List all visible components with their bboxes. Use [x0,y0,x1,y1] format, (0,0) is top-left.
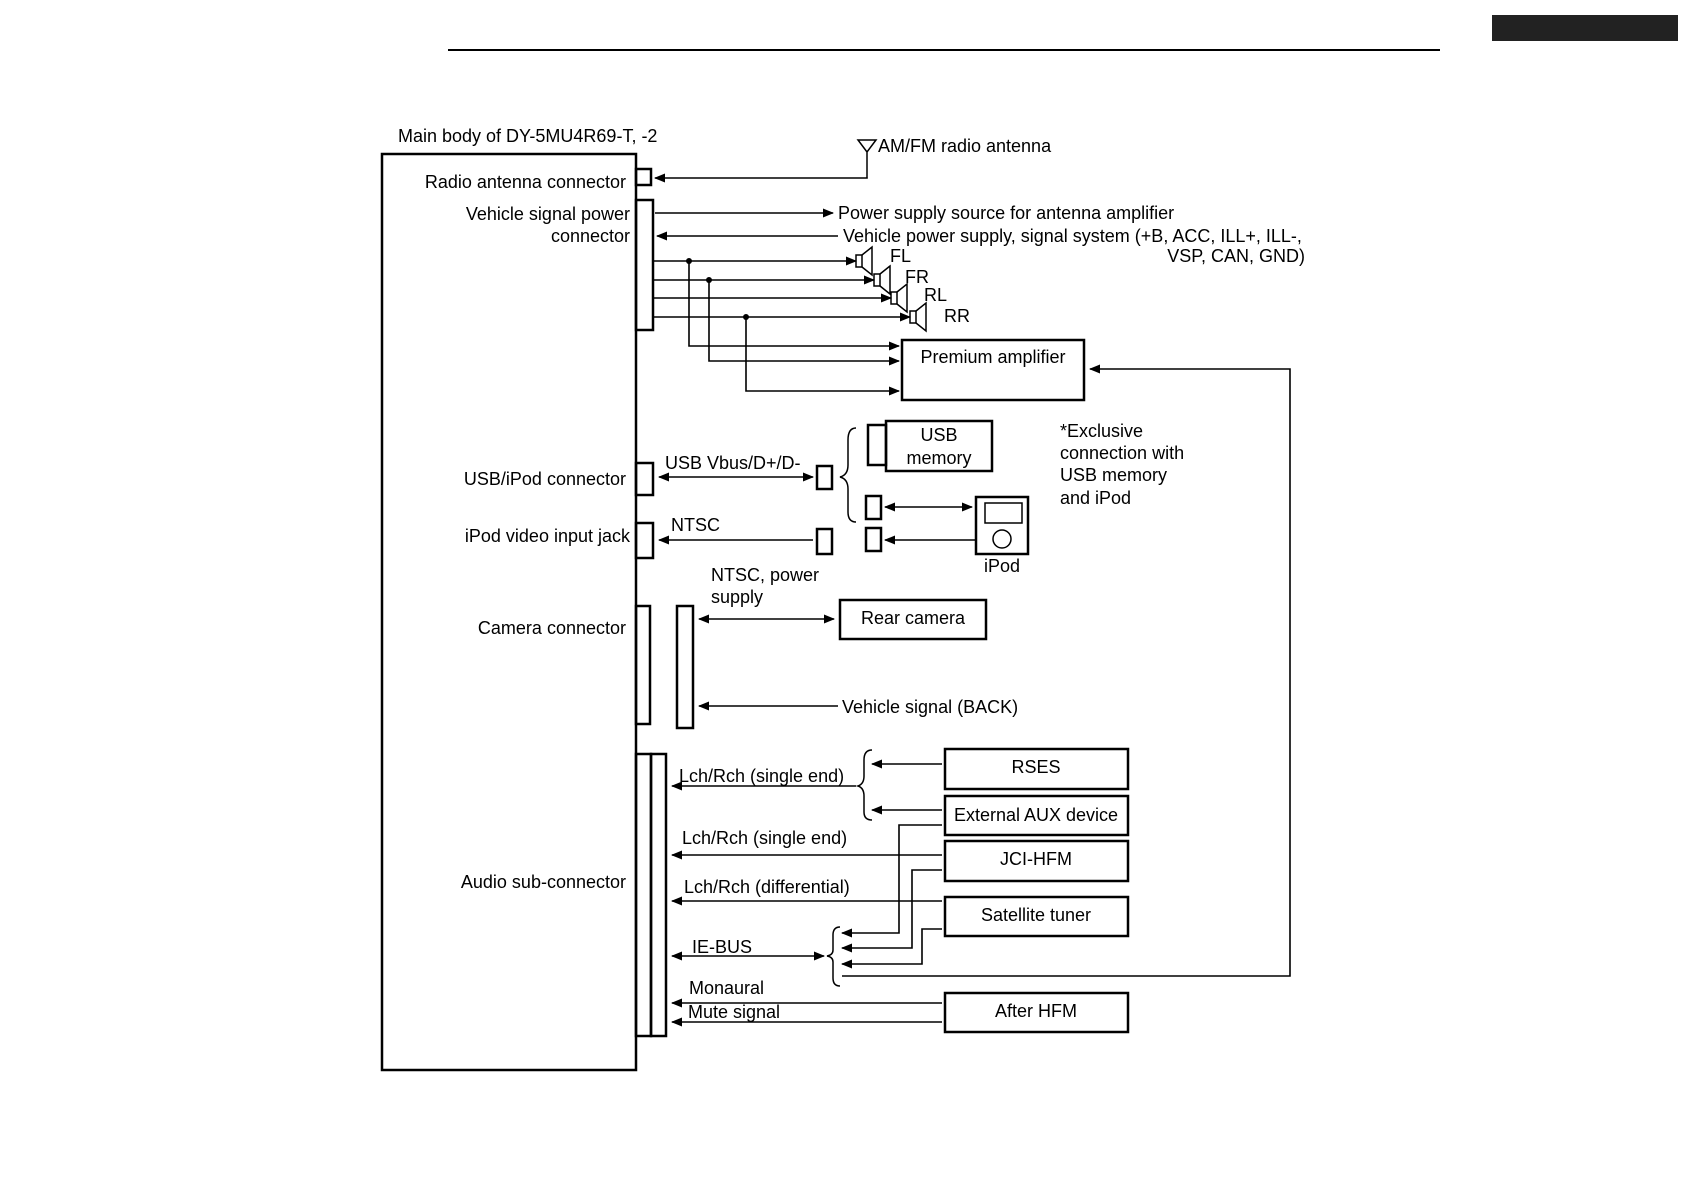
label-lch-rch-single-1: Lch/Rch (single end) [679,766,844,786]
label-vehicle-power-2: VSP, CAN, GND) [1167,246,1305,266]
label-vehicle-signal-power-1: Vehicle signal power [466,204,630,224]
amp-line-1 [688,261,901,351]
usb-memory-box [884,419,994,473]
label-ntsc-power-2: supply [711,587,763,607]
ie-bus-aux-line [840,824,942,938]
ntsc-cable-plug [815,527,834,556]
label-speaker-rl: RL [924,285,947,305]
ie-bus-satellite-line [840,928,942,969]
label-lch-rch-diff: Lch/Rch (differential) [684,877,850,897]
camera-connector-port [634,604,652,726]
external-aux-box [943,794,1130,837]
premium-amplifier-box [900,338,1086,402]
label-vehicle-power-1: Vehicle power supply, signal system (+B,… [843,226,1302,246]
label-am-fm-antenna: AM/FM radio antenna [878,136,1052,156]
label-ntsc-power-1: NTSC, power [711,565,819,585]
label-premium-amplifier: Premium amplifier [920,347,1065,367]
camera-cable-plug [675,604,695,730]
label-usb-vbus: USB Vbus/D+/D- [665,453,801,473]
note-line-1: *Exclusive [1060,421,1143,441]
ipod-usb-plug [864,494,883,521]
label-mute: Mute signal [688,1002,780,1022]
label-monaural: Monaural [689,978,764,998]
amp-line-2 [708,280,901,366]
audio-sub-connector-port [634,752,653,1038]
page-header-tab [1492,15,1678,41]
main-body-box [380,152,638,1072]
ie-bus-brace [826,926,841,987]
audio-sub-connector-port-inner [649,752,668,1038]
jci-hfm-box [943,839,1130,883]
label-external-aux: External AUX device [954,805,1118,825]
usb-memory-plug [866,423,888,467]
after-hfm-box [943,991,1130,1034]
label-speaker-fr: FR [905,267,929,287]
label-usb-memory-2: memory [906,448,971,468]
label-rear-camera: Rear camera [861,608,966,628]
label-speaker-fl: FL [890,246,911,266]
speaker-fl-icon [855,245,873,277]
satellite-tuner-box [943,895,1130,938]
label-camera-connector: Camera connector [478,618,626,638]
label-ipod: iPod [984,556,1020,576]
premium-amp-bus-line [842,364,1291,977]
rses-aux-brace [855,749,873,821]
amp-line-3 [745,317,901,396]
label-antenna-amp-power: Power supply source for antenna amplifie… [838,203,1174,223]
label-usb-ipod-connector: USB/iPod connector [464,469,626,489]
label-radio-antenna-connector: Radio antenna connector [425,172,626,192]
note-line-4: and iPod [1060,488,1131,508]
label-vehicle-back: Vehicle signal (BACK) [842,697,1018,717]
antenna-icon [856,139,878,177]
label-usb-memory-1: USB [920,425,957,445]
note-line-2: connection with [1060,443,1184,463]
label-ie-bus: IE-BUS [692,937,752,957]
rses-box [943,747,1130,791]
label-vehicle-signal-power-2: connector [551,226,630,246]
ipod-icon [974,495,1030,556]
usb-cable-plug [815,464,834,491]
usb-ipod-brace [839,427,857,523]
label-lch-rch-single-2: Lch/Rch (single end) [682,828,847,848]
rear-camera-box [838,598,988,641]
label-ntsc: NTSC [671,515,720,535]
note-line-3: USB memory [1060,465,1167,485]
speaker-rr-icon [909,301,927,333]
ipod-video-input-port [634,521,655,560]
main-body-title: Main body of DY-5MU4R69-T, -2 [398,126,657,146]
usb-ipod-connector-port [634,461,655,497]
radio-antenna-connector [634,167,653,187]
antenna-line [653,173,868,183]
label-after-hfm: After HFM [995,1001,1077,1021]
label-ipod-video-input: iPod video input jack [465,526,631,546]
speaker-rl-icon [890,282,908,314]
label-speaker-rr: RR [944,306,970,326]
label-jci-hfm: JCI-HFM [1000,849,1072,869]
vehicle-signal-power-connector [634,198,655,332]
speaker-fr-icon [873,264,891,296]
ipod-video-plug [864,526,883,553]
label-satellite-tuner: Satellite tuner [981,905,1091,925]
label-rses: RSES [1011,757,1060,777]
label-audio-sub-connector: Audio sub-connector [461,872,626,892]
ie-bus-jci-line [840,869,942,953]
